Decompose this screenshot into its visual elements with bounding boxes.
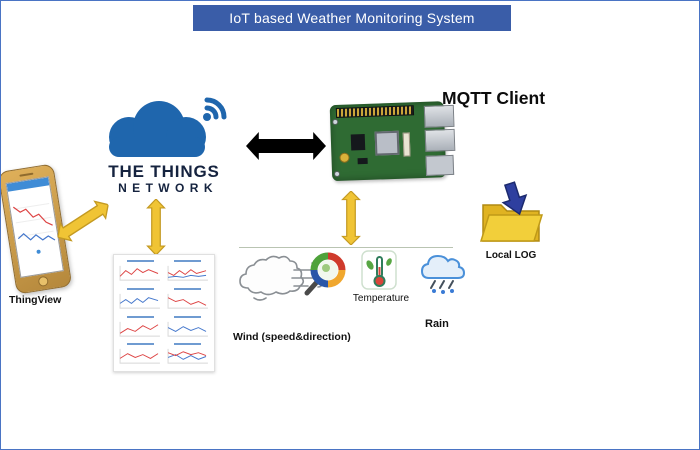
local-log-folder-icon <box>479 181 544 242</box>
ttn-cloud-logo <box>109 97 227 157</box>
smartphone-thingview <box>1 163 73 295</box>
wind-label: Wind (speed&direction) <box>233 331 351 343</box>
temperature-label: Temperature <box>352 293 410 304</box>
title-banner: IoT based Weather Monitoring System <box>193 5 511 31</box>
mini-chart <box>118 287 163 312</box>
pi-usb-port <box>424 128 456 152</box>
mini-chart <box>118 342 163 367</box>
ttn-dashboard-charts <box>113 254 215 372</box>
mini-chart <box>166 287 211 312</box>
phone-screen <box>5 176 64 278</box>
temperature-icon <box>361 250 397 290</box>
mini-chart <box>166 259 211 284</box>
raspberry-pi <box>329 99 457 185</box>
pi-soc-chip <box>374 130 400 156</box>
sensor-connector-line <box>239 247 453 248</box>
pi-mount-hole <box>333 170 341 178</box>
rain-cloud-icon <box>420 254 466 294</box>
pi-sensors-arrow <box>341 191 361 245</box>
phone-speaker <box>19 172 34 177</box>
mqtt-arrow: MQTT <box>246 128 326 164</box>
mqtt-arrow-label: MQTT <box>269 139 303 153</box>
local-log-label: Local LOG <box>485 250 537 261</box>
phone-home-button <box>37 275 50 288</box>
mini-chart <box>166 342 211 367</box>
phone-ttn-arrow <box>57 200 109 242</box>
magnifier-icon <box>304 252 346 296</box>
mini-chart <box>118 259 163 284</box>
pi-camera-slot <box>402 132 411 157</box>
thingview-label: ThingView <box>9 294 62 306</box>
ttn-dashboard-arrow <box>146 199 166 255</box>
pi-capacitor <box>339 152 350 163</box>
pi-component <box>357 157 368 165</box>
phone-chart <box>12 202 56 254</box>
rain-label: Rain <box>425 318 449 330</box>
pi-mount-hole <box>332 118 339 126</box>
pi-gpio-header <box>335 105 415 118</box>
mini-chart <box>118 315 163 340</box>
mini-chart <box>166 315 211 340</box>
ttn-wordmark-line2: NETWORK <box>118 181 218 195</box>
mqtt-client-label: MQTT Client <box>442 88 546 108</box>
pi-chip <box>350 133 366 151</box>
ttn-wordmark-line1: THE THINGS <box>108 162 220 181</box>
pi-ethernet-port <box>425 154 455 176</box>
mqtt-double-arrow-icon <box>246 132 326 160</box>
page-title: IoT based Weather Monitoring System <box>229 10 475 26</box>
